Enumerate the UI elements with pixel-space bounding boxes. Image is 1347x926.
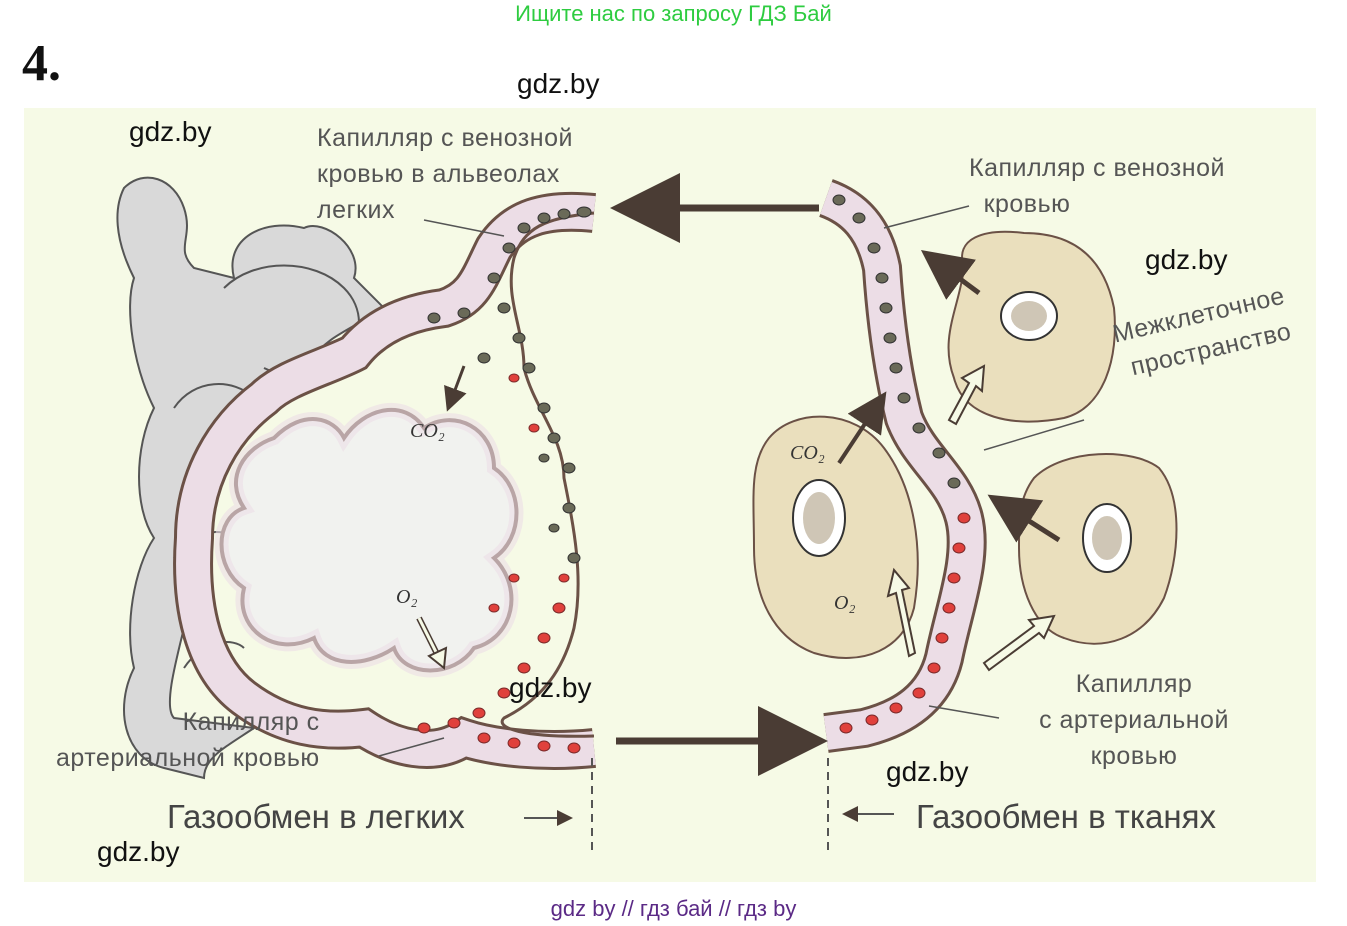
task-number: 4. — [22, 35, 61, 92]
site-banner: Ищите нас по запросу ГДЗ Бай — [515, 1, 832, 26]
lung-capillary-cells — [417, 206, 592, 754]
label-lung-venous-capillary: Капилляр с венозной кровью в альвеолах л… — [317, 124, 573, 224]
panel-dividers — [591, 758, 829, 853]
flow-arrows — [610, 173, 828, 776]
lung-gas-arrows — [416, 365, 467, 670]
label-co2-lungs: CO₂ — [410, 420, 445, 442]
label-tissue-venous-capillary: Капилляр с венозной кровью — [969, 154, 1225, 218]
tissue-capillary-cells — [832, 194, 971, 734]
watermark: gdz.by — [1145, 244, 1228, 275]
lung-capillary — [173, 191, 596, 770]
tissue-capillary — [818, 179, 987, 753]
caption-lungs: Газообмен в легких — [167, 798, 465, 835]
label-o2-lungs: O₂ — [396, 586, 418, 608]
footer-links[interactable]: gdz by // гдз бай // гдз by — [550, 896, 797, 921]
watermark: gdz.by — [97, 836, 180, 867]
label-lung-arterial-capillary: Капилляр с артериальной кровью — [56, 708, 320, 772]
caption-arrows — [524, 806, 894, 826]
diagram-drawing — [116, 173, 1178, 853]
label-o2-tissues: O₂ — [834, 592, 856, 614]
label-tissue-arterial-capillary: Капилляр с артериальной кровью — [1039, 670, 1229, 770]
watermark: gdz.by — [509, 672, 592, 703]
label-co2-tissues: CO₂ — [790, 442, 825, 464]
tissue-cells — [752, 230, 1178, 659]
leader-lines — [378, 205, 1085, 757]
gas-exchange-diagram: Капилляр с венозной кровью в альвеолах л… — [24, 108, 1316, 882]
watermark: gdz.by — [129, 116, 212, 147]
watermark: gdz.by — [517, 68, 600, 99]
tissue-gas-arrows — [837, 250, 1061, 672]
watermark: gdz.by — [886, 756, 969, 787]
caption-tissues: Газообмен в тканях — [916, 798, 1216, 835]
